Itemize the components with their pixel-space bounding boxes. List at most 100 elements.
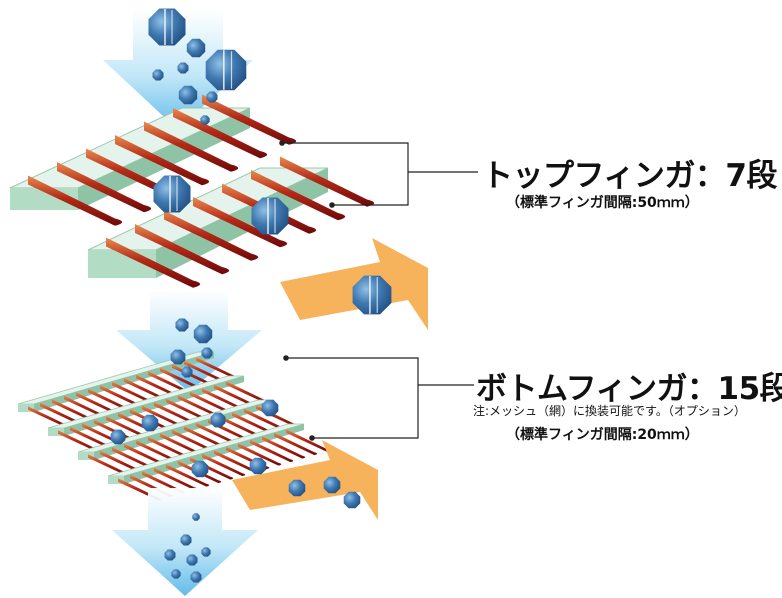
finger-bar <box>52 399 96 422</box>
rock <box>148 8 186 46</box>
finger-bar <box>100 450 144 474</box>
finger-bar <box>57 162 152 213</box>
top-finger-title: トップフィンガ：7段 <box>482 158 777 194</box>
finger-bar <box>214 384 258 408</box>
rock <box>171 569 181 579</box>
finger-bar <box>142 405 186 429</box>
finger-bar <box>88 388 132 412</box>
top-finger-spacing: （標準フィンガ間隔:50ｍｍ） <box>506 195 699 211</box>
rock <box>190 571 202 583</box>
finger-bar <box>70 426 114 450</box>
finger-bar <box>214 450 258 473</box>
finger-bar <box>58 430 102 453</box>
rock <box>201 547 211 557</box>
rock <box>164 549 176 561</box>
finger-bar <box>136 374 180 398</box>
rock <box>288 479 306 497</box>
finger-bar <box>173 108 268 159</box>
rock <box>152 69 164 81</box>
finger-bar <box>244 408 288 432</box>
finger-bar <box>148 436 192 460</box>
rock <box>110 429 126 445</box>
rock <box>200 115 210 125</box>
finger-bar <box>238 443 282 466</box>
finger-bar <box>28 406 72 429</box>
finger-bar <box>148 371 192 394</box>
finger-bar <box>184 360 228 384</box>
finger-bar <box>172 429 216 453</box>
rock <box>153 175 191 213</box>
finger-bar <box>106 416 150 439</box>
rock <box>178 85 198 105</box>
rock-particles <box>110 8 392 583</box>
finger-bar <box>112 381 156 405</box>
finger-bar <box>202 94 297 145</box>
rock <box>191 460 209 478</box>
finger-bar <box>232 412 276 435</box>
finger-bar <box>100 385 144 408</box>
rock <box>170 349 186 365</box>
rock <box>181 366 193 378</box>
rock <box>141 414 159 432</box>
rock <box>192 513 200 521</box>
finger-bar <box>280 156 375 207</box>
rock <box>180 534 192 546</box>
bottom-reject-arrow <box>232 440 378 520</box>
bottom-finger-title: ボトムフィンガ：15段 <box>476 371 782 407</box>
rock <box>249 457 267 475</box>
bottom-finger-spacing: （標準フィンガ間隔:20ｍｍ） <box>506 427 699 443</box>
rock <box>201 347 213 359</box>
finger-bar <box>115 135 210 186</box>
finger-bar <box>184 426 228 449</box>
finger-bar <box>178 395 222 418</box>
finger-bar <box>106 237 201 288</box>
finger-bar <box>164 210 259 261</box>
bottom-deck <box>17 351 330 501</box>
finger-bar <box>154 402 198 425</box>
rock <box>186 554 198 566</box>
bottom-rail <box>47 375 270 453</box>
bottom-finger-note: 注:メッシュ（網）に換装可能です。（オプション） <box>473 404 746 418</box>
finger-bar <box>144 121 239 172</box>
finger-bar <box>196 422 240 446</box>
finger-bar <box>40 402 84 426</box>
leader-lines <box>279 140 478 441</box>
rock <box>177 62 189 74</box>
finger-bar <box>64 395 108 419</box>
finger-bar <box>250 439 294 463</box>
rock <box>205 49 247 91</box>
finger-bar <box>166 398 210 422</box>
finger-bar <box>135 224 230 275</box>
finger-bar <box>251 170 346 221</box>
finger-bar <box>154 467 198 491</box>
finger-bar <box>88 454 132 477</box>
rock <box>323 476 341 494</box>
rock <box>343 491 361 509</box>
finger-bar <box>136 440 180 463</box>
finger-bar <box>196 357 240 380</box>
finger-bar <box>190 391 234 415</box>
finger-bar <box>124 378 168 401</box>
finger-bar <box>220 415 264 439</box>
finger-bar <box>274 432 318 456</box>
rock <box>210 412 226 428</box>
finger-bar <box>124 443 168 467</box>
rock <box>193 324 213 344</box>
finger-bar <box>193 197 288 248</box>
finger-bar <box>160 367 204 391</box>
finger-bar <box>76 392 120 415</box>
finger-bar <box>262 436 306 459</box>
finger-bar <box>166 464 210 487</box>
finger-bar <box>202 388 246 411</box>
finger-bar <box>160 433 204 456</box>
finger-bar <box>226 381 270 404</box>
finger-bar <box>28 175 123 226</box>
top-reject-arrow <box>280 238 428 330</box>
rock <box>186 38 206 58</box>
finger-bar <box>286 429 330 452</box>
rock <box>352 275 392 315</box>
finger-bar <box>112 447 156 470</box>
middle-flow-arrow <box>116 290 262 392</box>
rock <box>206 91 218 103</box>
